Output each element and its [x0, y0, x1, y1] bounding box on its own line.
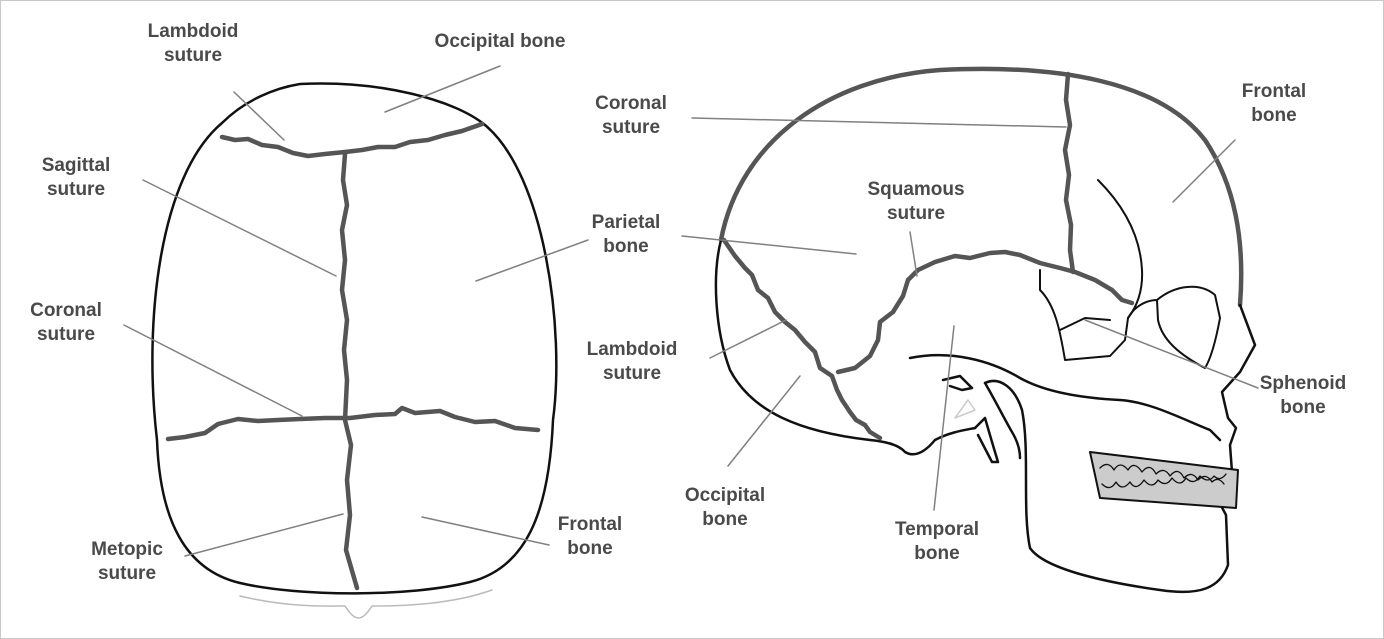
label-side-lambdoid-suture-line2: suture: [587, 362, 678, 386]
top-skull-outline: [152, 83, 556, 593]
label-side-lambdoid-suture-line1: Lambdoid: [587, 338, 678, 362]
side-cheek-line: [1060, 300, 1157, 330]
top-lambdoid-suture-line: [222, 124, 482, 156]
label-side-temporal-bone: Temporal bone: [895, 518, 979, 566]
label-side-occipital-bone-line2: bone: [685, 508, 765, 532]
label-top-metopic-suture-line2: suture: [91, 562, 163, 586]
side-skull-back: [716, 240, 975, 454]
side-skull-vault: [721, 69, 1241, 305]
leader-top-occipital: [385, 66, 500, 112]
label-top-parietal-bone: Parietal bone: [592, 211, 661, 259]
leader-side-parietal: [682, 236, 856, 254]
label-top-metopic-suture-line1: Metopic: [91, 538, 163, 562]
label-top-parietal-bone-line2: bone: [592, 235, 661, 259]
leader-top-metopic: [185, 514, 343, 556]
leader-top-parietal: [476, 240, 588, 281]
side-styloid: [955, 400, 975, 418]
side-coronal-suture-line: [1065, 74, 1073, 272]
label-side-coronal-suture-line1: Coronal: [595, 92, 667, 116]
top-view-skull: [124, 66, 588, 618]
leader-top-coronal: [124, 325, 302, 416]
label-top-coronal-suture-line1: Coronal: [30, 299, 102, 323]
label-side-lambdoid-suture: Lambdoid suture: [587, 338, 678, 386]
label-top-coronal-suture-line2: suture: [30, 323, 102, 347]
top-sagittal-suture-line: [342, 154, 357, 588]
label-top-frontal-bone: Frontal bone: [558, 513, 622, 561]
label-side-occipital-bone-line1: Occipital: [685, 484, 765, 508]
label-side-sphenoid-bone: Sphenoid bone: [1260, 372, 1347, 420]
label-side-squamous-suture-line1: Squamous: [867, 178, 964, 202]
label-side-sphenoid-bone-line2: bone: [1260, 396, 1347, 420]
label-side-squamous-suture-line2: suture: [867, 202, 964, 226]
label-top-frontal-bone-line1: Frontal: [558, 513, 622, 537]
side-mastoid: [975, 418, 998, 462]
leader-side-temporal: [934, 326, 954, 510]
leader-side-frontal: [1173, 140, 1235, 202]
leader-top-lambdoid: [234, 92, 284, 140]
label-side-coronal-suture-line2: suture: [595, 116, 667, 140]
side-sphenoid-outline: [1040, 180, 1142, 360]
label-top-frontal-bone-line2: bone: [558, 537, 622, 561]
label-top-occipital-bone-line1: Occipital bone: [435, 30, 566, 54]
side-orbit: [1157, 287, 1220, 368]
label-side-occipital-bone: Occipital bone: [685, 484, 765, 532]
leader-side-coronal: [692, 118, 1066, 127]
label-side-coronal-suture: Coronal suture: [595, 92, 667, 140]
label-side-frontal-bone: Frontal bone: [1242, 80, 1306, 128]
leader-top-sagittal: [143, 180, 336, 276]
label-top-occipital-bone: Occipital bone: [435, 30, 566, 54]
label-top-coronal-suture: Coronal suture: [30, 299, 102, 347]
top-coronal-suture-line: [168, 408, 538, 439]
side-squamous-suture-line: [838, 252, 1132, 372]
side-view-skull: [682, 69, 1258, 592]
label-side-temporal-bone-line2: bone: [895, 542, 979, 566]
label-top-lambdoid-suture: Lambdoid suture: [148, 20, 239, 68]
label-side-frontal-bone-line2: bone: [1242, 104, 1306, 128]
side-zygomatic-arch: [910, 355, 1220, 440]
label-top-lambdoid-suture-line2: suture: [148, 44, 239, 68]
label-side-temporal-bone-line1: Temporal: [895, 518, 979, 542]
leader-side-squamous: [910, 232, 917, 276]
label-top-lambdoid-suture-line1: Lambdoid: [148, 20, 239, 44]
label-top-metopic-suture: Metopic suture: [91, 538, 163, 586]
label-top-parietal-bone-line1: Parietal: [592, 211, 661, 235]
label-side-sphenoid-bone-line1: Sphenoid: [1260, 372, 1347, 396]
label-top-sagittal-suture-line2: suture: [42, 178, 111, 202]
label-side-frontal-bone-line1: Frontal: [1242, 80, 1306, 104]
label-side-squamous-suture: Squamous suture: [867, 178, 964, 226]
label-top-sagittal-suture: Sagittal suture: [42, 154, 111, 202]
label-top-sagittal-suture-line1: Sagittal: [42, 154, 111, 178]
